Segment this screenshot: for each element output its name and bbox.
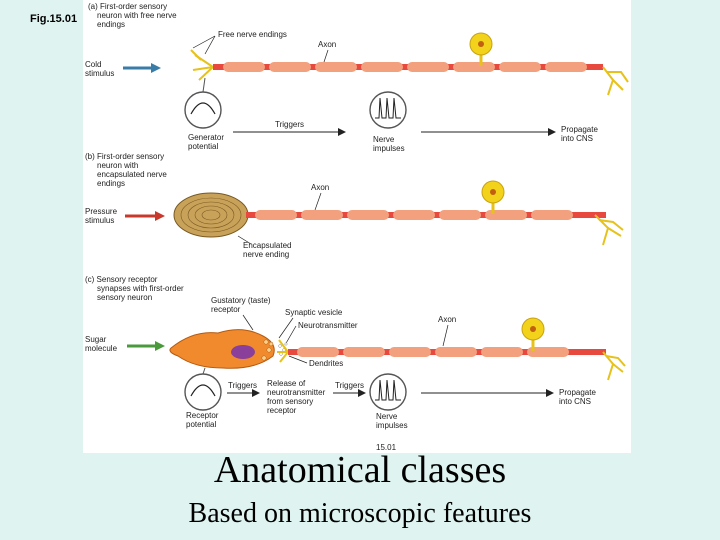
panel-b-heading: (b) First-order sensory neuron with enca… [85, 152, 167, 188]
generator-potential-meter [184, 91, 222, 129]
diagram-label: neurotransmitter [267, 388, 326, 397]
meter-wire [202, 367, 206, 375]
sugar-stimulus-arrowhead [155, 341, 165, 351]
impulse-waveform [375, 97, 401, 119]
receptor-potential-label: potential [186, 420, 216, 429]
propagate-label: Propagate [561, 125, 598, 134]
axon-terminals [602, 66, 629, 96]
neurotransmitter-label: Neurotransmitter [298, 321, 358, 330]
receptor-nucleus [231, 345, 255, 359]
leader-line [314, 192, 322, 211]
diagram-label: neuron with [97, 161, 138, 170]
myelin-sheath [297, 347, 569, 357]
capsule-lamellae [180, 197, 242, 233]
leader-line [237, 235, 252, 245]
figure-number: 15.01 [376, 443, 397, 452]
pressure-stimulus-arrowhead [155, 211, 165, 221]
nerve-impulses-label: impulses [376, 421, 408, 430]
receptor-waveform [190, 384, 216, 397]
diagram-label: encapsulated nerve [97, 170, 167, 179]
diagram-label: (c) Sensory receptor [85, 275, 158, 284]
axon-label: Axon [311, 183, 329, 192]
leader-line [284, 325, 297, 346]
diagram-label: synapses with first-order [97, 284, 184, 293]
axon-label: Axon [438, 315, 456, 324]
nerve-impulses-label: impulses [373, 144, 405, 153]
generator-label: Generator [188, 133, 224, 142]
neuron-diagram: (a) First-order sensory neuron with free… [85, 2, 629, 452]
panel-a: (a) First-order sensory neuron with free… [85, 2, 629, 153]
diagram-panel: (a) First-order sensory neuron with free… [83, 0, 631, 453]
stimulus-label: stimulus [85, 216, 114, 225]
panel-c-heading: (c) Sensory receptor synapses with first… [85, 275, 184, 302]
leader-line [192, 35, 216, 49]
gustatory-receptor-cell [169, 329, 275, 369]
diagram-label: (a) First-order sensory [88, 2, 167, 11]
synaptic-vesicles [261, 339, 274, 361]
leader-line [288, 355, 308, 364]
encapsulated-label: Encapsulated [243, 241, 291, 250]
gustatory-label: receptor [211, 305, 241, 314]
cell-nucleus [530, 326, 536, 332]
generator-label: potential [188, 142, 218, 151]
panel-c: (c) Sensory receptor synapses with first… [85, 275, 626, 430]
diagram-label: sensory neuron [97, 293, 152, 302]
diagram-label: endings [97, 179, 125, 188]
stimulus-label: Pressure [85, 207, 118, 216]
receptor-potential-label: Receptor [186, 411, 219, 420]
stimulus-label: Cold [85, 60, 101, 69]
figure-label: Fig.15.01 [30, 13, 78, 25]
leader-line [442, 324, 449, 347]
encapsulated-label: nerve ending [243, 250, 289, 259]
diagram-label: receptor [267, 406, 297, 415]
propagate-label: into CNS [561, 134, 593, 143]
stimulus-label: molecule [85, 344, 118, 353]
triggers-label: Triggers [335, 381, 364, 390]
diagram-label: Release of [267, 379, 306, 388]
propagate-label: Propagate [559, 388, 596, 397]
generator-waveform [190, 102, 216, 115]
slide-title: Anatomical classes [213, 449, 507, 491]
dendrites-label: Dendrites [309, 359, 343, 368]
gustatory-label: Gustatory (taste) [211, 296, 271, 305]
diagram-label: endings [97, 20, 125, 29]
cold-stimulus-arrowhead [151, 63, 161, 73]
myelin-sheath [255, 210, 573, 220]
free-nerve-endings [190, 49, 214, 81]
diagram-label: from sensory [267, 397, 313, 406]
cell-nucleus [478, 41, 484, 47]
propagate-label: into CNS [559, 397, 591, 406]
leader-line [242, 314, 254, 331]
stimulus-label: Sugar [85, 335, 107, 344]
synaptic-vesicle-label: Synaptic vesicle [285, 308, 343, 317]
nerve-impulses-label: Nerve [376, 412, 398, 421]
stimulus-label: stimulus [85, 69, 114, 78]
slide-subtitle: Based on microscopic features [188, 498, 532, 529]
myelin-sheath [223, 62, 587, 72]
triggers-label: Triggers [228, 381, 257, 390]
triggers-label: Triggers [275, 120, 304, 129]
diagram-label: (b) First-order sensory [85, 152, 164, 161]
nerve-impulses-label: Nerve [373, 135, 395, 144]
impulse-waveform [375, 379, 401, 401]
release-label: Release of neurotransmitter from sensory… [267, 379, 326, 415]
cell-nucleus [490, 189, 496, 195]
leader-line [278, 317, 294, 339]
axon-label: Axon [318, 40, 336, 49]
axon-terminals [594, 214, 624, 246]
panel-a-heading: (a) First-order sensory neuron with free… [88, 2, 177, 29]
encapsulated-nerve-ending [173, 192, 249, 238]
diagram-label: neuron with free nerve [97, 11, 177, 20]
axon-terminals [602, 351, 626, 381]
meter-wire [202, 77, 206, 93]
receptor-potential-meter [184, 373, 222, 411]
free-nerve-endings-label: Free nerve endings [218, 30, 287, 39]
dendrites [277, 339, 289, 363]
leader-line [204, 35, 216, 55]
panel-b: (b) First-order sensory neuron with enca… [85, 152, 624, 259]
